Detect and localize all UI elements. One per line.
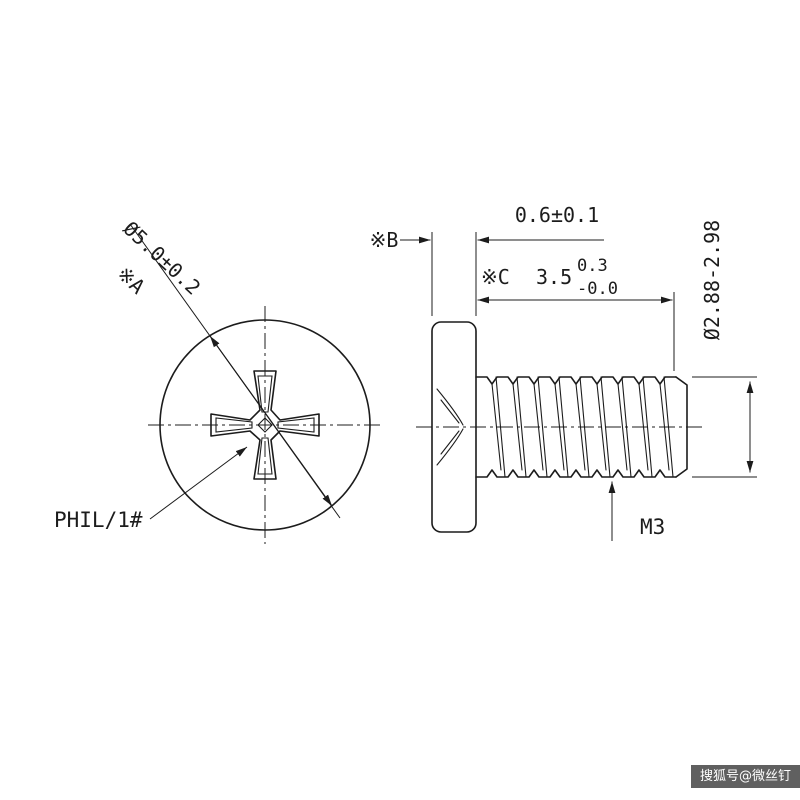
thread-spec-label: M3	[640, 515, 665, 539]
thread-flank-line	[495, 376, 506, 478]
thread-flank-line	[512, 383, 523, 471]
thread-flank-line	[579, 376, 590, 478]
thread-flank-line	[600, 376, 611, 478]
diameter-arrow-lower	[209, 335, 333, 507]
recess-leader-line	[149, 446, 248, 520]
watermark: 搜狐号@微丝钉	[690, 765, 800, 788]
thread-flank-line	[621, 376, 632, 478]
thread-flank-line	[596, 383, 607, 471]
thread-flank-line	[516, 376, 527, 478]
thread-length-tol-upper: 0.3	[577, 256, 608, 276]
phillips-recess-inner-top	[257, 375, 273, 413]
recess-cone-inner-upper	[440, 399, 460, 424]
head-thickness-dimension: 0.6±0.1	[515, 203, 599, 227]
head-side-profile	[431, 321, 477, 533]
phillips-recess-outline	[210, 370, 320, 480]
thread-length-value: 3.5	[536, 265, 572, 289]
thread-top-edge	[475, 376, 677, 385]
thread-flank-line	[537, 376, 548, 478]
thread-flank-line	[491, 383, 502, 471]
ref-c-label: ※C	[481, 265, 510, 289]
thread-flank-line	[638, 383, 649, 471]
phillips-recess-inner-right	[277, 417, 315, 433]
thread-flank-line	[554, 383, 565, 471]
thread-flank-line	[659, 383, 670, 471]
thread-flank-line	[617, 383, 628, 471]
phillips-recess-inner-left	[215, 417, 253, 433]
thread-flank-lines	[491, 376, 674, 478]
thread-flank-line	[558, 376, 569, 478]
thread-flank-line	[575, 383, 586, 471]
dimensions	[400, 232, 757, 541]
phillips-recess-center	[257, 417, 273, 433]
recess-cone-inner-lower	[440, 430, 460, 455]
annotations: Ø5.0±0.2 ※A PHIL/1# ※B 0.6±0.1 ※C 3.5 0.…	[54, 203, 724, 539]
thread-length-tol-lower: -0.0	[577, 279, 618, 299]
side-view	[416, 321, 706, 533]
ref-b-label: ※B	[370, 228, 399, 252]
thread-flank-line	[663, 376, 674, 478]
phillips-recess-label: PHIL/1#	[54, 508, 143, 532]
thread-flank-line	[642, 376, 653, 478]
front-view	[129, 223, 382, 544]
ref-a-label: ※A	[112, 261, 149, 298]
recess-cone-upper	[436, 388, 464, 426]
phillips-recess-inner-bottom	[257, 437, 273, 475]
recess-cone-lower	[436, 428, 464, 466]
head-front-circle	[159, 319, 371, 531]
thread-end-chamfer	[675, 376, 688, 478]
thread-flank-line	[533, 383, 544, 471]
thread-diameter-dimension: Ø2.88-2.98	[700, 220, 724, 340]
thread-bottom-edge	[475, 469, 677, 478]
